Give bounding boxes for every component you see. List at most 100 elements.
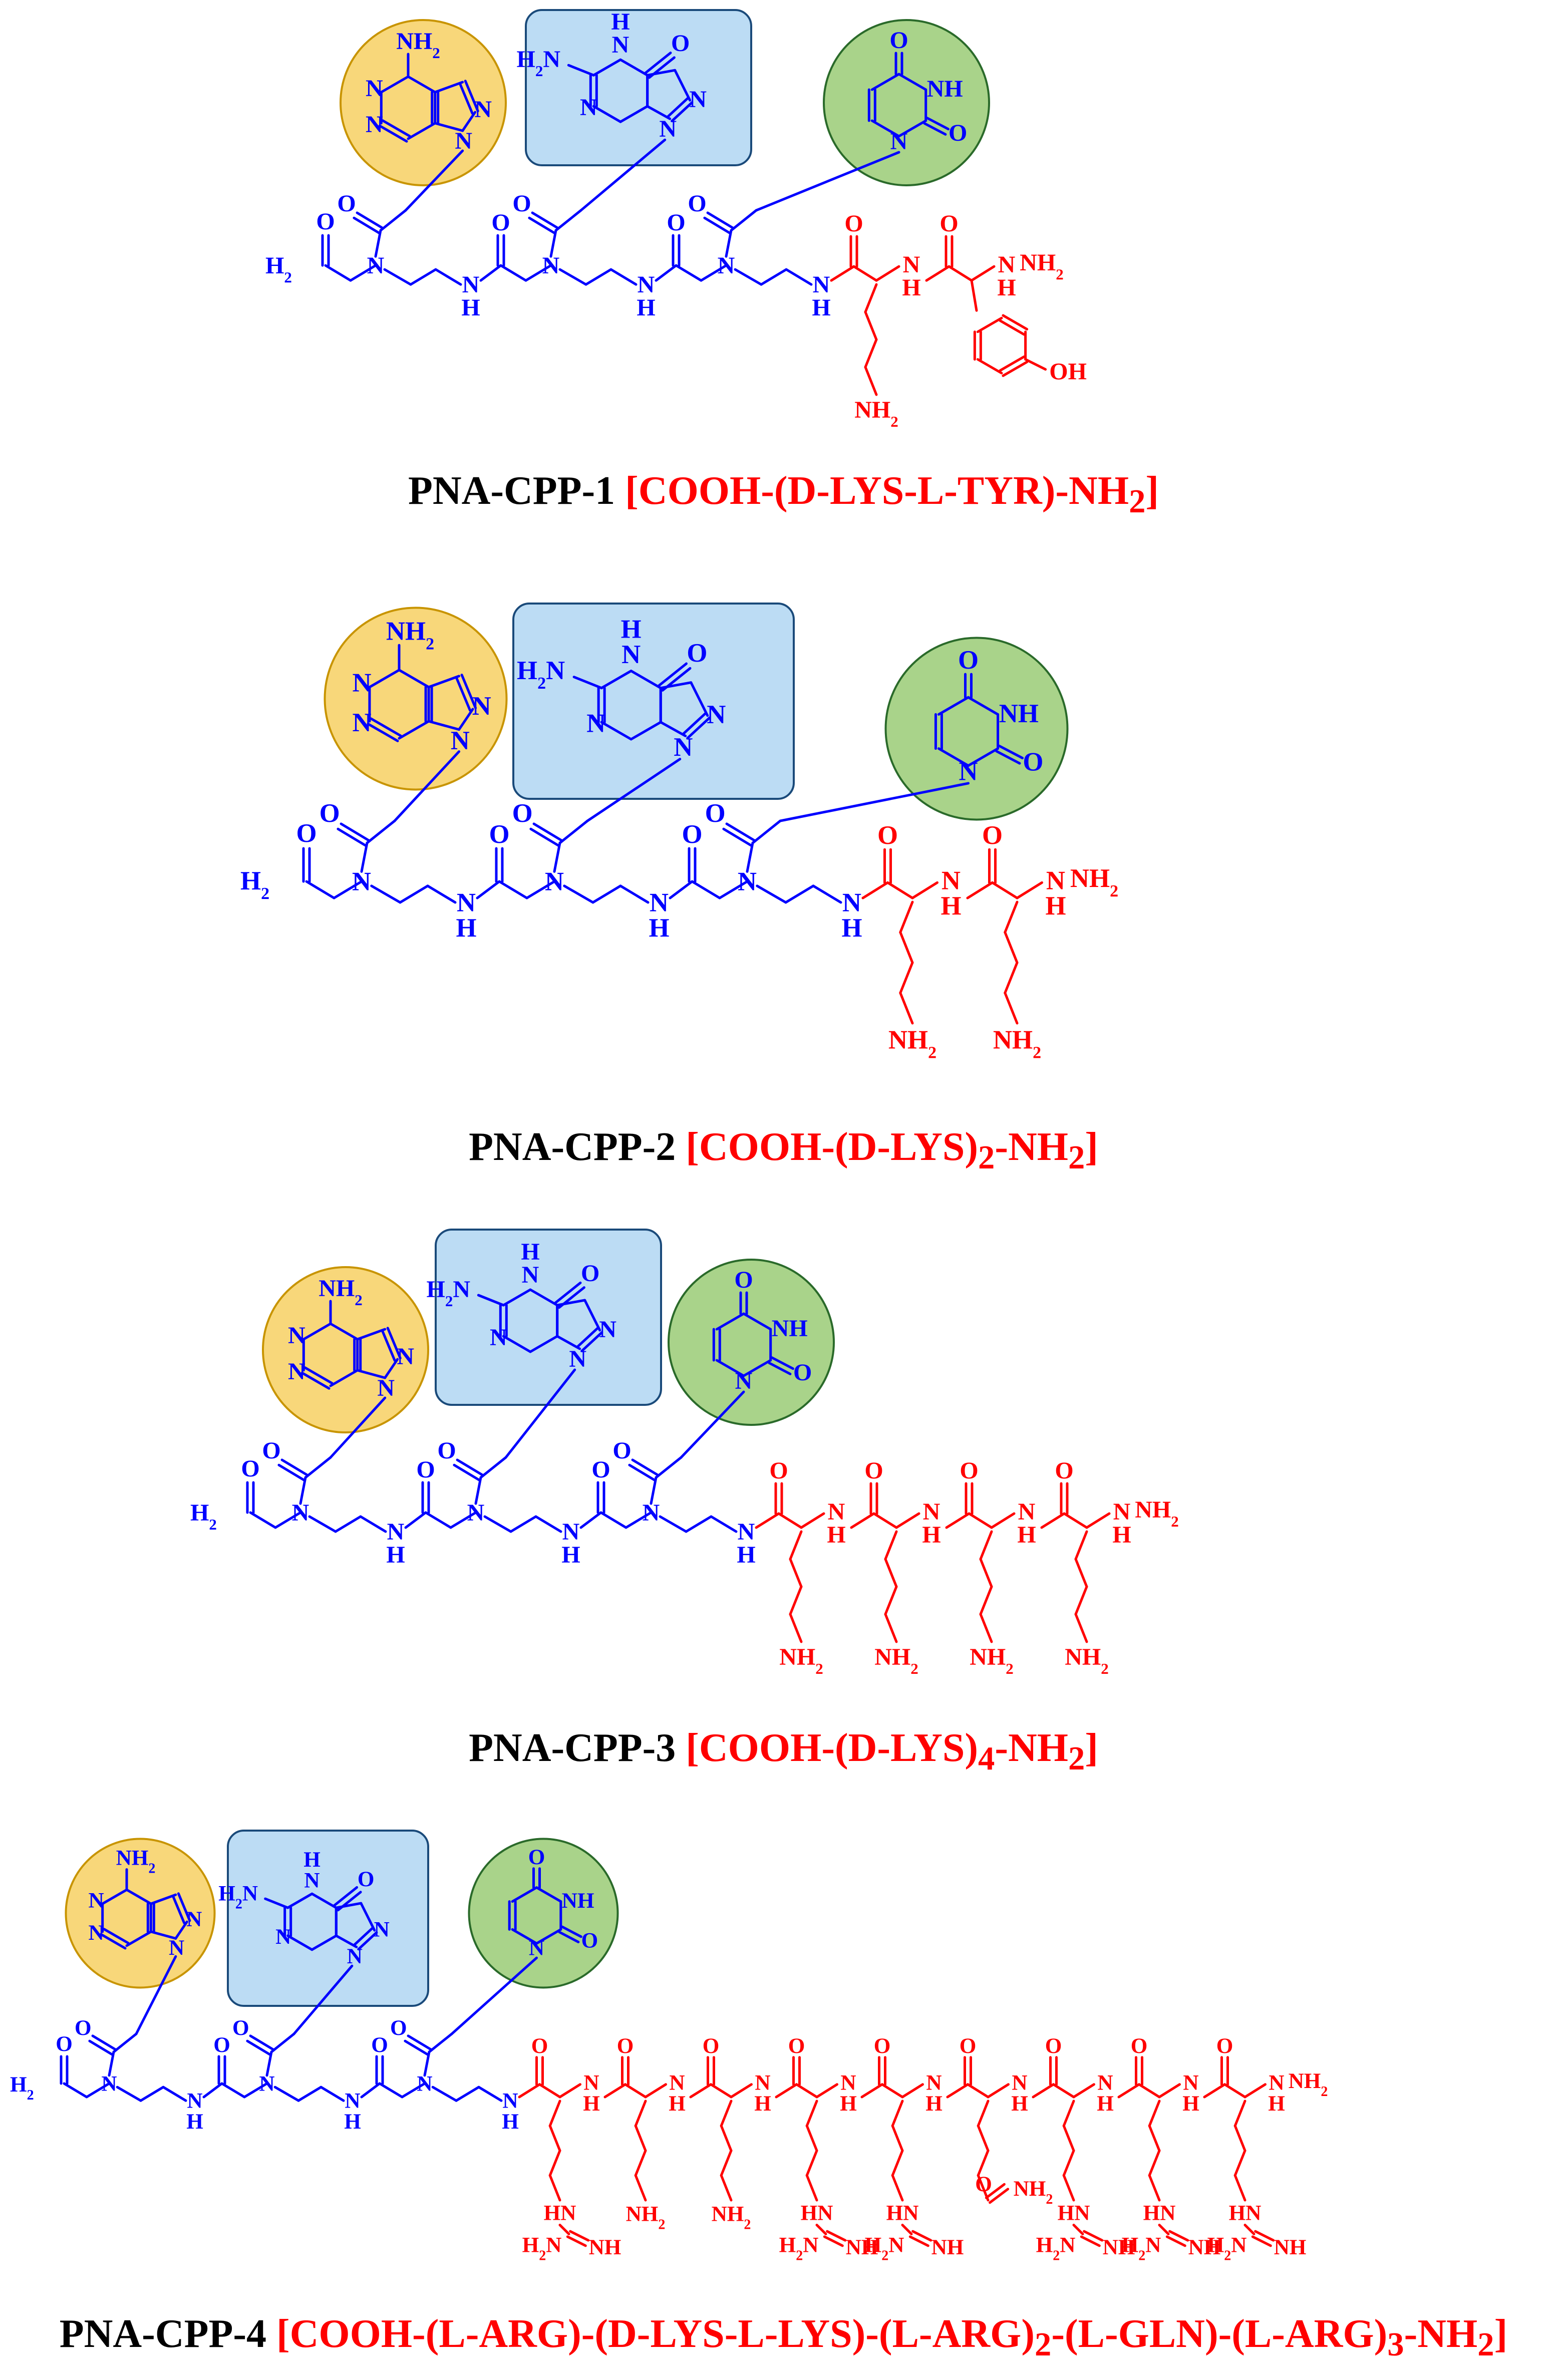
atom-label: N <box>842 888 861 917</box>
bond <box>359 1515 387 1533</box>
bond <box>557 1286 585 1309</box>
bond <box>779 782 970 822</box>
bond <box>528 216 556 234</box>
atom-label: O <box>416 1456 435 1483</box>
atom-label: NH2 <box>626 2202 666 2232</box>
bond <box>805 2174 818 2202</box>
atom-label: N <box>352 708 371 737</box>
bond <box>91 2034 117 2051</box>
bond <box>1074 1558 1088 1588</box>
bond <box>404 149 464 212</box>
atom-label: N <box>1018 1499 1036 1525</box>
atom-label: H <box>649 914 669 943</box>
bond <box>985 2183 1006 2199</box>
atom-label: O <box>489 820 509 849</box>
atom-label: O <box>1045 2034 1062 2058</box>
atom-label: N <box>1183 2071 1198 2095</box>
atom-label: O <box>512 190 531 217</box>
bond <box>1074 1613 1088 1643</box>
bond <box>177 1892 191 1922</box>
bond <box>1032 2083 1055 2099</box>
bond <box>479 1456 507 1479</box>
bond <box>870 119 900 138</box>
bond <box>1168 2230 1189 2242</box>
bond <box>1148 2149 1161 2177</box>
atom-label: HN <box>1058 2202 1090 2225</box>
atom-label: N <box>755 2071 770 2095</box>
bond <box>399 884 429 904</box>
bond <box>453 1463 481 1481</box>
bond <box>995 750 1021 765</box>
bond <box>335 1934 358 1948</box>
bond <box>579 138 667 212</box>
guanine-highlight <box>435 1229 662 1406</box>
bond <box>558 1931 580 1944</box>
bond <box>619 105 649 123</box>
bond <box>700 264 728 282</box>
bond <box>125 1930 152 1947</box>
bond <box>634 2174 647 2202</box>
bond <box>592 58 622 77</box>
atom-label: HN <box>1229 2202 1262 2225</box>
bond <box>135 1955 177 2035</box>
atom-label: N <box>352 669 371 698</box>
atom-label: O <box>56 2032 73 2056</box>
construct-sequence: [COOH-(L-ARG)-(D-LYS-L-LYS)-(L-ARG)2-(L-… <box>276 2312 1508 2363</box>
construct-name: PNA-CPP-2 <box>469 1125 676 1169</box>
atom-label: H <box>583 2092 600 2116</box>
atom-label: O <box>682 820 702 849</box>
bond <box>379 209 407 232</box>
bond <box>751 819 782 844</box>
bond <box>725 822 756 842</box>
atom-label: N <box>288 1358 305 1385</box>
bond <box>789 1613 803 1643</box>
bond <box>897 119 927 138</box>
bond <box>1080 2235 1101 2247</box>
atom-label: O <box>262 1437 280 1464</box>
bond <box>511 1886 538 1903</box>
bond <box>1072 2083 1095 2099</box>
atom-label: O <box>316 208 335 235</box>
atom-label: O <box>667 209 685 236</box>
bond <box>875 265 900 282</box>
atom-label: O <box>844 210 863 237</box>
bond <box>800 1512 825 1529</box>
bond <box>63 2082 88 2099</box>
bond <box>566 2235 587 2247</box>
bond <box>383 268 412 286</box>
bond <box>722 827 753 847</box>
atom-label: H <box>521 1239 539 1265</box>
atom-label: N <box>522 1262 539 1288</box>
bond <box>1233 2149 1246 2177</box>
bond <box>337 827 367 847</box>
atom-label: NH <box>1103 2236 1135 2259</box>
atom-label: O <box>982 821 1003 850</box>
bond <box>734 268 763 286</box>
bond <box>977 2100 990 2127</box>
atom-label: N <box>612 32 630 58</box>
bond <box>895 1512 920 1529</box>
bond <box>474 1476 482 1505</box>
atom-label: NH2 <box>1135 1497 1179 1530</box>
atom-label: H <box>1045 891 1066 921</box>
bond <box>455 2086 480 2102</box>
bond <box>401 2082 426 2099</box>
bond <box>591 884 622 904</box>
bond <box>775 2083 798 2099</box>
bond <box>1062 2174 1075 2202</box>
atom-label: N <box>366 111 383 138</box>
caption-pna-cpp-3: PNA-CPP-3 [COOH-(D-LYS)4-NH2] <box>0 1723 1567 1784</box>
bond <box>977 2174 990 2202</box>
bond <box>730 209 758 232</box>
bond <box>386 1327 402 1360</box>
bond <box>368 669 401 689</box>
atom-label: N <box>451 726 470 755</box>
bond <box>1074 1585 1088 1616</box>
atom-label: N <box>674 733 693 762</box>
bond <box>644 2083 667 2099</box>
bond <box>1024 358 1047 371</box>
atom-label: OH <box>1049 359 1087 385</box>
